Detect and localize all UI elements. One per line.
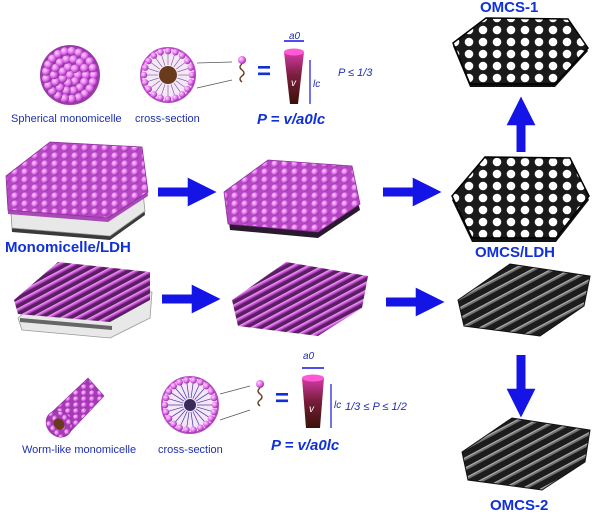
label-omcs-1: OMCS-1 (480, 0, 539, 16)
label-omcs-2: OMCS-2 (490, 497, 549, 514)
label-omcs-ldh: OMCS/LDH (475, 244, 555, 261)
label-cross-section-top: cross-section (135, 113, 200, 125)
label-cross-section-bottom: cross-section (158, 444, 223, 456)
label-monomicelle-ldh: Monomicelle/LDH (5, 239, 131, 256)
label-lc-bottom: lc (334, 400, 342, 411)
label-v-bottom: v (309, 404, 314, 415)
monomicelle-layer-hex (223, 159, 361, 238)
omcs-1-hexagon (452, 17, 589, 87)
omcs-2-ridged (461, 417, 591, 491)
label-p-cond-top: P ≤ 1/3 (338, 67, 373, 79)
omcs-ldh-hexagon (451, 156, 590, 242)
label-p-cond-bottom: 1/3 ≤ P ≤ 1/2 (345, 401, 407, 413)
label-v-top: v (291, 78, 296, 89)
label-a0-bottom: a0 (303, 351, 315, 362)
label-a0-top: a0 (289, 31, 301, 42)
cross-section-bottom (161, 376, 219, 434)
packing-cone-top (284, 40, 311, 104)
cross-section-top (140, 47, 196, 103)
label-packing-eq-top: P = v/a0lc (257, 111, 326, 128)
surfactant-molecule-top (196, 56, 246, 89)
worm-like-monomicelle (45, 377, 105, 438)
spherical-monomicelle (40, 45, 100, 105)
label-packing-eq-bottom: P = v/a0lc (271, 437, 340, 454)
monomicelle-ldh-stack (5, 141, 149, 240)
worm-micelle-layer (232, 262, 368, 336)
equals-top: = (257, 58, 272, 85)
label-lc-top: lc (313, 79, 321, 90)
equals-bottom: = (275, 385, 290, 412)
label-spherical-monomicelle: Spherical monomicelle (11, 113, 122, 125)
worm-micelle-ldh-stack (14, 262, 153, 339)
label-worm-like-monomicelle: Worm-like monomicelle (22, 444, 137, 456)
packing-cone-bottom (302, 367, 332, 428)
surfactant-molecule-bottom (219, 380, 264, 421)
omcs-ldh-ridged (457, 263, 591, 337)
